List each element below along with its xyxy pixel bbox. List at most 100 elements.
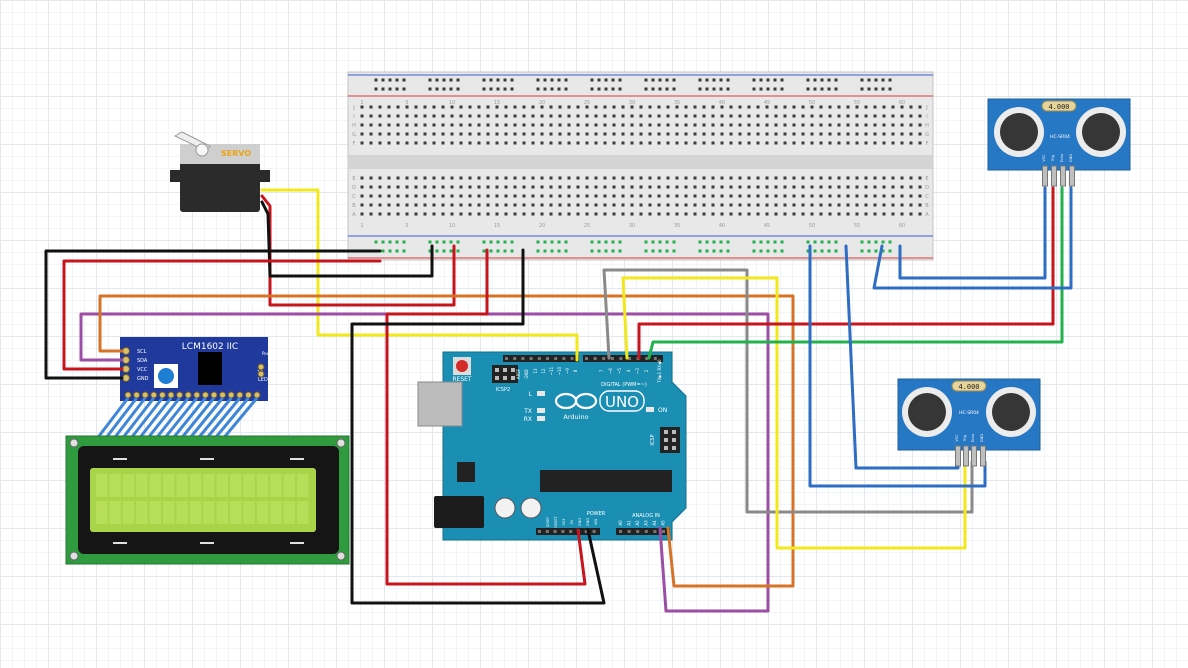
breadboard-hole	[693, 123, 697, 127]
breadboard-hole	[918, 194, 922, 198]
breadboard-hole	[468, 105, 472, 109]
breadboard-row-letter: F	[926, 141, 929, 147]
breadboard-hole	[387, 141, 391, 145]
breadboard-hole	[774, 185, 778, 189]
breadboard-hole	[819, 194, 823, 198]
lcd-ribbon-wire	[195, 397, 233, 441]
breadboard-hole	[846, 114, 850, 118]
breadboard-hole	[819, 123, 823, 127]
sensor-header-pin	[971, 445, 977, 467]
reset-label: RESET	[452, 376, 472, 383]
rail-hole	[604, 78, 608, 82]
breadboard-column-number: 5	[405, 223, 408, 229]
breadboard-hole	[702, 176, 706, 180]
breadboard-column-number: 10	[449, 100, 455, 106]
breadboard-hole	[387, 212, 391, 216]
breadboard-hole	[603, 114, 607, 118]
rail-hole	[773, 78, 777, 82]
breadboard-hole	[846, 141, 850, 145]
rail-hole	[834, 78, 838, 82]
rail-hole-connected	[611, 240, 615, 244]
breadboard-hole	[531, 203, 535, 207]
breadboard-hole	[864, 105, 868, 109]
breadboard-hole	[846, 203, 850, 207]
breadboard-hole	[405, 132, 409, 136]
breadboard-column-number: 45	[764, 100, 770, 106]
rail-hole	[449, 78, 453, 82]
breadboard-hole	[873, 114, 877, 118]
breadboard-hole	[639, 141, 643, 145]
tx-rx-pins-label: TX▶1 RX◀0	[657, 359, 662, 384]
breadboard-hole	[432, 203, 436, 207]
breadboard-hole	[360, 203, 364, 207]
breadboard-hole	[405, 114, 409, 118]
rail-hole-connected	[402, 249, 406, 253]
breadboard-hole	[855, 176, 859, 180]
breadboard-hole	[675, 194, 679, 198]
rail-hole	[611, 87, 615, 91]
breadboard-hole	[774, 203, 778, 207]
breadboard-hole	[873, 123, 877, 127]
breadboard-hole	[369, 176, 373, 180]
breadboard-column-number: 30	[629, 100, 635, 106]
rail-hole-connected	[449, 249, 453, 253]
breadboard-column-number: 55	[854, 100, 860, 106]
breadboard-hole	[513, 141, 517, 145]
breadboard-hole	[909, 105, 913, 109]
breadboard-hole	[603, 212, 607, 216]
lcd-ribbon-wire	[212, 397, 250, 441]
breadboard-hole	[567, 203, 571, 207]
breadboard-hole	[540, 105, 544, 109]
rail-hole-connected	[597, 240, 601, 244]
breadboard-hole	[486, 114, 490, 118]
breadboard-hole	[612, 114, 616, 118]
breadboard-hole	[558, 114, 562, 118]
breadboard-hole	[774, 132, 778, 136]
breadboard-hole	[900, 176, 904, 180]
breadboard-hole	[837, 203, 841, 207]
digital-pin-label: 12	[541, 368, 546, 374]
breadboard-hole	[486, 185, 490, 189]
breadboard-column-number: 50	[809, 223, 815, 229]
breadboard-hole	[450, 176, 454, 180]
breadboard-hole	[918, 203, 922, 207]
breadboard-hole	[918, 105, 922, 109]
icsp-pin	[672, 438, 676, 442]
i2c-header-pin	[184, 391, 192, 399]
breadboard-row-letter: I	[353, 114, 354, 120]
icsp2-label: ICSP2	[496, 387, 510, 393]
sensor-header-pins	[955, 165, 1075, 467]
i2c-header-pin	[167, 391, 175, 399]
servo-label: SERVO	[221, 149, 251, 158]
breadboard-hole	[729, 185, 733, 189]
breadboard-hole	[378, 176, 382, 180]
breadboard-hole	[891, 123, 895, 127]
led-l	[537, 391, 545, 396]
breadboard-hole	[522, 203, 526, 207]
digital-pin-label: ~5	[617, 368, 622, 374]
header-hole	[529, 357, 533, 360]
rail-hole	[881, 87, 885, 91]
breadboard-hole	[576, 123, 580, 127]
power-jack	[434, 496, 484, 528]
breadboard-hole	[711, 212, 715, 216]
rail-hole-connected	[543, 240, 547, 244]
wire-black-arduino-gnd	[350, 248, 606, 605]
breadboard-hole	[576, 194, 580, 198]
breadboard-hole	[765, 212, 769, 216]
header-hole	[537, 357, 541, 360]
rail-hole	[766, 87, 770, 91]
rail-hole-connected	[550, 240, 554, 244]
sensor-pin-label: VCC	[1042, 154, 1046, 162]
breadboard-hole	[666, 194, 670, 198]
breadboard-column-number: 60	[899, 223, 905, 229]
wire-blue-sensor1-gnd	[872, 186, 1073, 290]
rail-hole-connected	[496, 249, 500, 253]
breadboard-hole	[486, 203, 490, 207]
breadboard-hole	[531, 176, 535, 180]
rail-hole	[658, 78, 662, 82]
breadboard-hole	[882, 176, 886, 180]
breadboard-hole	[423, 114, 427, 118]
breadboard-hole	[909, 185, 913, 189]
lcd-cell	[297, 501, 309, 524]
